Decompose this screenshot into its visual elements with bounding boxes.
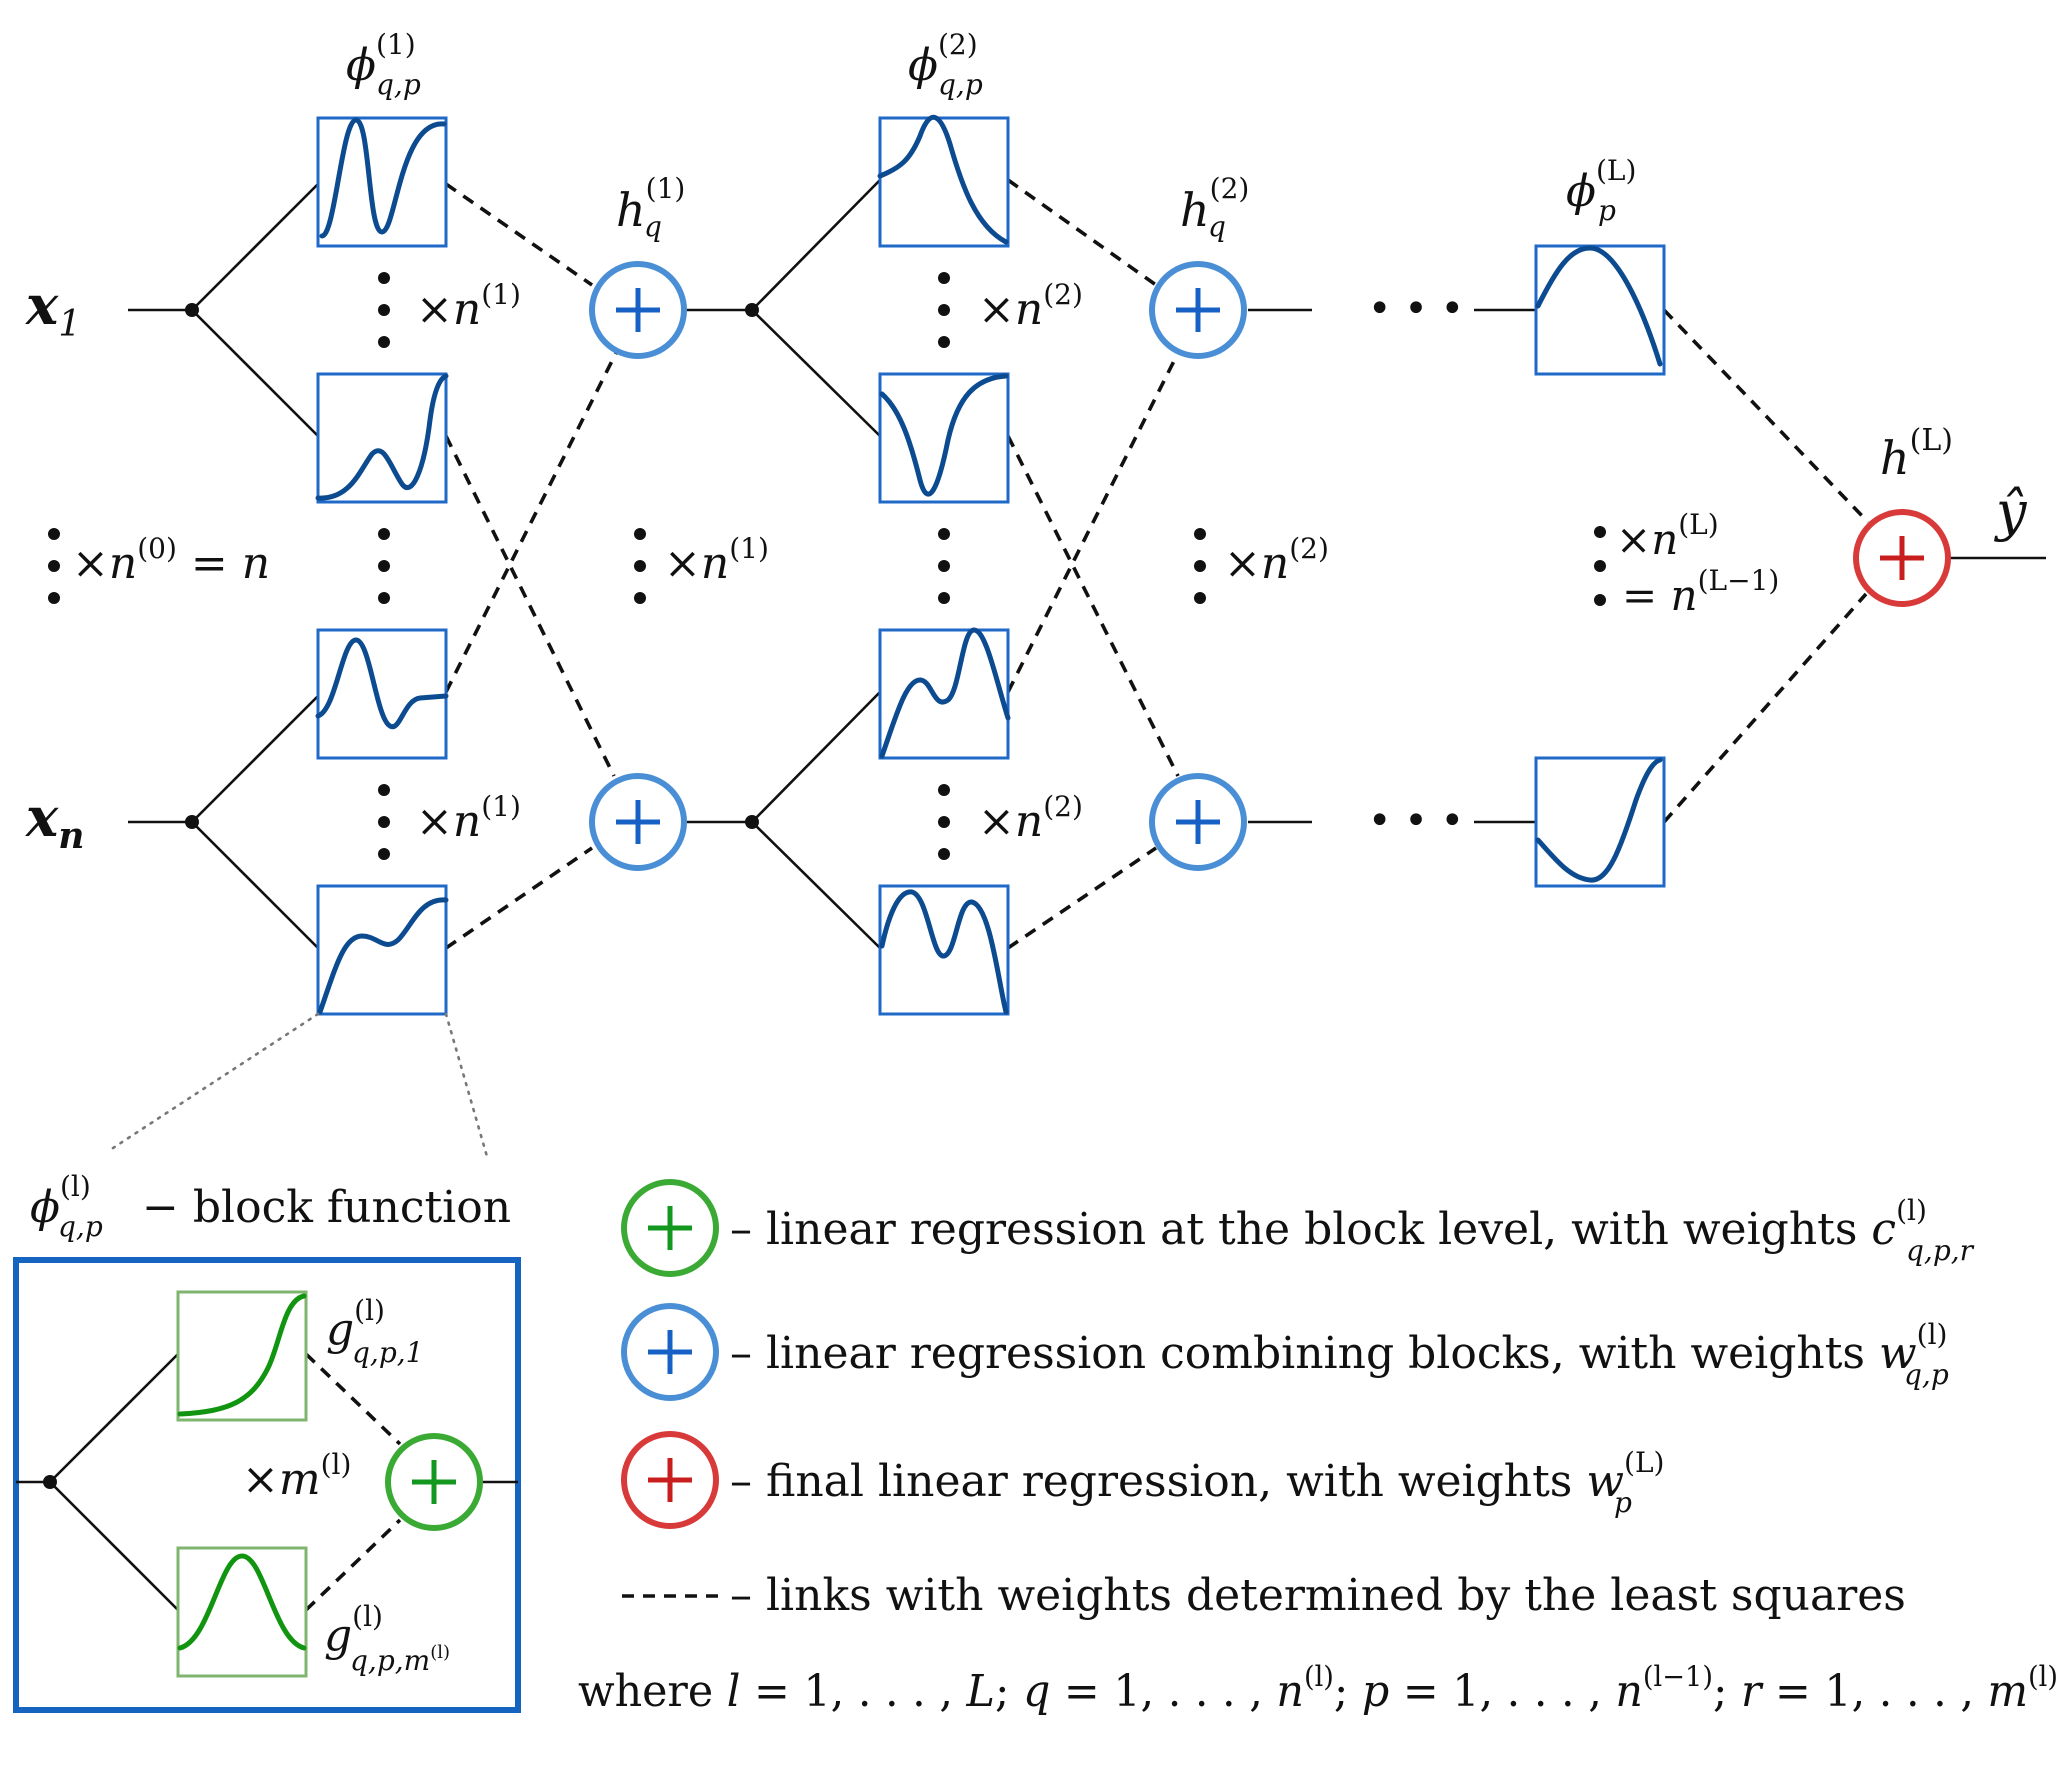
legend-blue-text: – linear regression combining blocks, wi… [730,1318,1949,1391]
input-multiplicity: ×n(0) = n [72,532,270,589]
block-function-box [1534,244,1666,376]
output-y-hat: ŷ [1994,480,2028,543]
plus-icon-blue [621,1303,719,1401]
sum-node-h2-top [1149,261,1247,359]
block-function-box [878,627,1011,760]
inset-title: ϕ(l)q,p − block function [30,1170,511,1243]
sum-node-h2-bottom [1149,773,1247,871]
vertical-dots [48,272,1606,1518]
layer1-blocks [315,116,449,1016]
layer2-mult-middle: ×n(2) [1224,532,1329,589]
layer2-blocks [877,114,1011,1016]
layerL-mult-eq: = n(L−1) [1622,564,1779,620]
layer1-mult-bottom: ×n(1) [416,790,521,847]
block-function-box [877,114,1010,248]
plus-icon-red [621,1431,719,1529]
layer1-h-label: h(1)q [616,172,685,243]
layer2-phi-label: ϕ(2)q,p [908,28,983,101]
input-label-x1: x1 [25,273,81,345]
sum-node-h1-top [589,261,687,359]
layerL-mult: ×n(L) [1616,508,1719,564]
legend-red-text: – final linear regression, with weights … [730,1446,1664,1519]
inner-gm-label: g(l)q,p,m(l) [324,1600,450,1677]
block-function-box [878,884,1010,1016]
block-function-inset: g(l)q,p,1 g(l)q,p,m(l) ×m(l) [13,1257,521,1713]
block-function-box [1534,756,1666,888]
block-function-box [315,628,449,760]
plus-icon-green [621,1179,719,1277]
layer1-phi-label: ϕ(1)q,p [346,28,421,101]
index-ranges: where l = 1, . . . , L; q = 1, . . . , n… [578,1660,2058,1717]
layer1-mult-middle: ×n(1) [664,532,769,589]
dashed-links [444,178,1870,950]
layer-ellipsis: • • • [1368,798,1464,844]
layerL-phi-label: ϕ(L)p [1566,154,1636,227]
block-function-box [878,372,1010,504]
layer1-mult-top: ×n(1) [416,278,521,335]
inner-function-box [176,1546,308,1678]
inner-g1-label: g(l)q,p,1 [326,1294,423,1369]
block-function-box [316,116,448,248]
layerL-blocks [1534,244,1666,888]
input-label-xn: xn [25,785,84,857]
legend-green-text: – linear regression at the block level, … [730,1194,1975,1267]
sum-node-inner [385,1433,483,1531]
layer2-mult-bottom: ×n(2) [978,790,1083,847]
block-function-box [316,884,449,1016]
block-function-box [315,372,449,504]
layerL-h-label: h(L) [1880,423,1953,485]
legend-dash-text: – links with weights determined by the l… [730,1570,1906,1621]
sum-node-h1-bottom [589,773,687,871]
inner-function-box [176,1290,308,1422]
inner-mult: ×m(l) [242,1448,351,1505]
layer2-h-label: h(2)q [1180,172,1249,243]
layer2-mult-top: ×n(2) [978,278,1083,335]
sum-node-final [1853,509,1951,607]
layer-ellipsis: • • • [1368,286,1464,332]
legend: – linear regression at the block level, … [621,1179,1975,1621]
solid-links [128,179,2046,949]
